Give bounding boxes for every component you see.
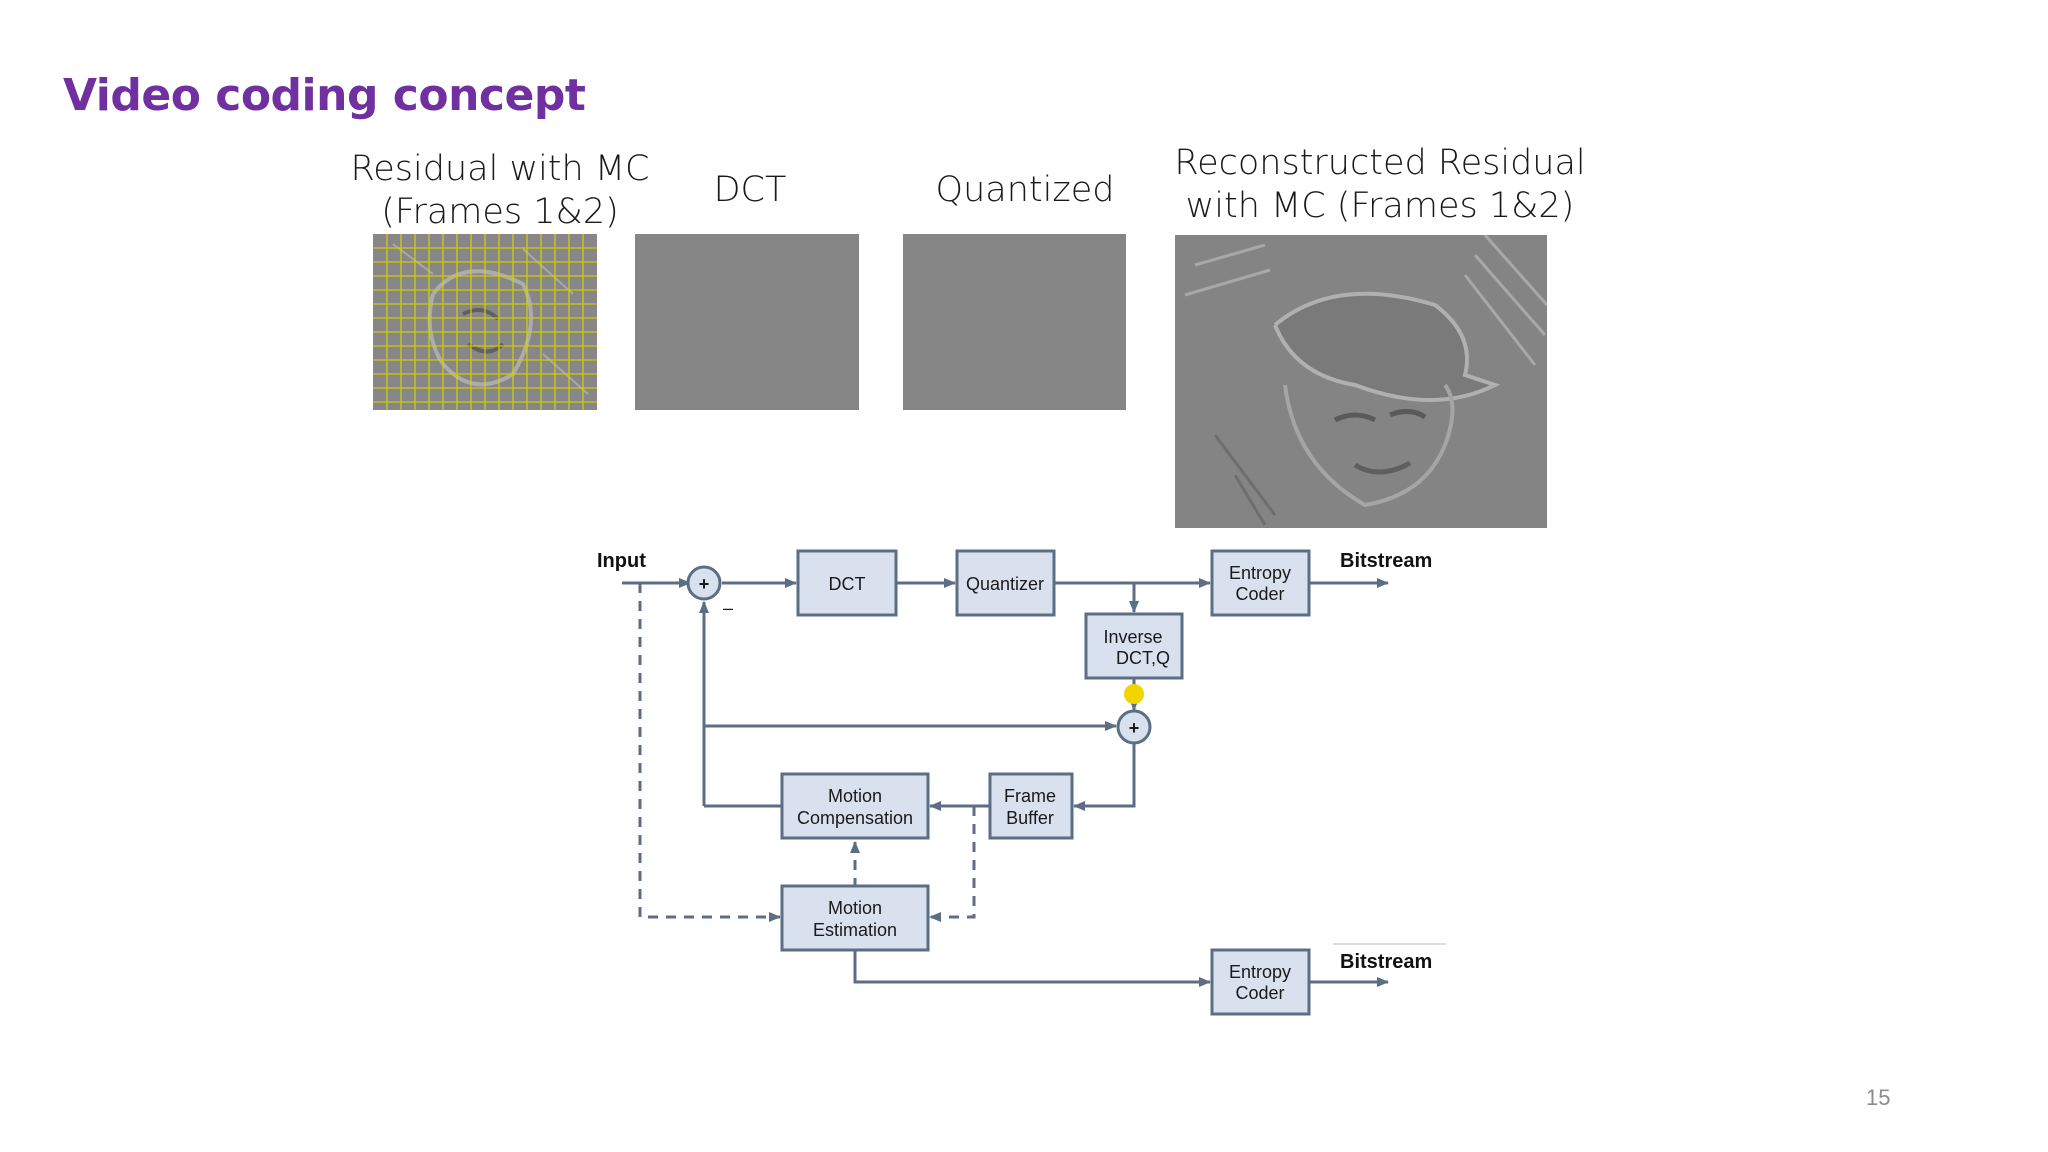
caption-reconstructed: Reconstructed Residual with MC (Frames 1… xyxy=(1160,142,1600,228)
entropy-coder-2-label-1: Entropy xyxy=(1229,962,1291,982)
reconstructed-image xyxy=(1175,235,1547,528)
caption-residual: Residual with MC (Frames 1&2) xyxy=(340,148,660,234)
caption-dct-line1: DCT xyxy=(713,170,787,210)
entropy-coder-1-label-1: Entropy xyxy=(1229,563,1291,583)
dct-image xyxy=(635,234,859,410)
slide-title: Video coding concept xyxy=(63,70,586,121)
quantizer-label: Quantizer xyxy=(966,574,1044,594)
entropy-coder-block-2 xyxy=(1210,948,1311,1016)
frame-buffer-label-2: Buffer xyxy=(1006,808,1054,828)
motion-est-label-2: Estimation xyxy=(813,920,897,940)
summing-junction-2: + xyxy=(1116,709,1152,745)
bitstream-label-1: Bitstream xyxy=(1340,550,1432,572)
summing-junction-1: + xyxy=(686,565,722,601)
quantized-image xyxy=(903,234,1126,410)
caption-quantized: Quantized xyxy=(905,169,1145,212)
motion-comp-label-2: Compensation xyxy=(797,808,913,828)
caption-residual-line1: Residual with MC xyxy=(350,149,650,189)
caption-residual-line2: (Frames 1&2) xyxy=(381,192,619,232)
motion-estimation-block xyxy=(780,884,930,952)
entropy-coder-block-1 xyxy=(1210,549,1311,617)
inverse-label-1: Inverse xyxy=(1103,627,1162,647)
caption-reconstructed-line1: Reconstructed Residual xyxy=(1174,143,1586,183)
motion-est-label-1: Motion xyxy=(828,898,882,918)
residual-image xyxy=(373,234,597,410)
motion-compensation-block xyxy=(780,772,930,840)
dct-label: DCT xyxy=(829,574,866,594)
dct-block xyxy=(796,549,898,617)
frame-buffer-block xyxy=(988,772,1074,840)
highlight-marker xyxy=(1124,684,1144,704)
page-number: 15 xyxy=(1866,1085,1891,1110)
caption-dct: DCT xyxy=(660,169,840,212)
caption-quantized-line1: Quantized xyxy=(935,170,1115,210)
inverse-dct-q-block xyxy=(1084,612,1184,680)
frame-buffer-label-1: Frame xyxy=(1004,786,1056,806)
summing-junction-2-plus: + xyxy=(1129,718,1140,738)
inverse-label-2: DCT,Q xyxy=(1116,648,1170,668)
bitstream-label-2: Bitstream xyxy=(1340,951,1432,973)
summing-junction-1-plus: + xyxy=(699,574,710,594)
quantizer-block xyxy=(955,549,1056,617)
entropy-coder-1-label-2: Coder xyxy=(1235,584,1284,604)
minus-sign: – xyxy=(723,598,733,618)
caption-reconstructed-line2: with MC (Frames 1&2) xyxy=(1185,186,1575,226)
connection-lines xyxy=(622,578,1389,987)
entropy-coder-2-label-2: Coder xyxy=(1235,983,1284,1003)
input-label: Input xyxy=(597,550,646,572)
motion-comp-label-1: Motion xyxy=(828,786,882,806)
